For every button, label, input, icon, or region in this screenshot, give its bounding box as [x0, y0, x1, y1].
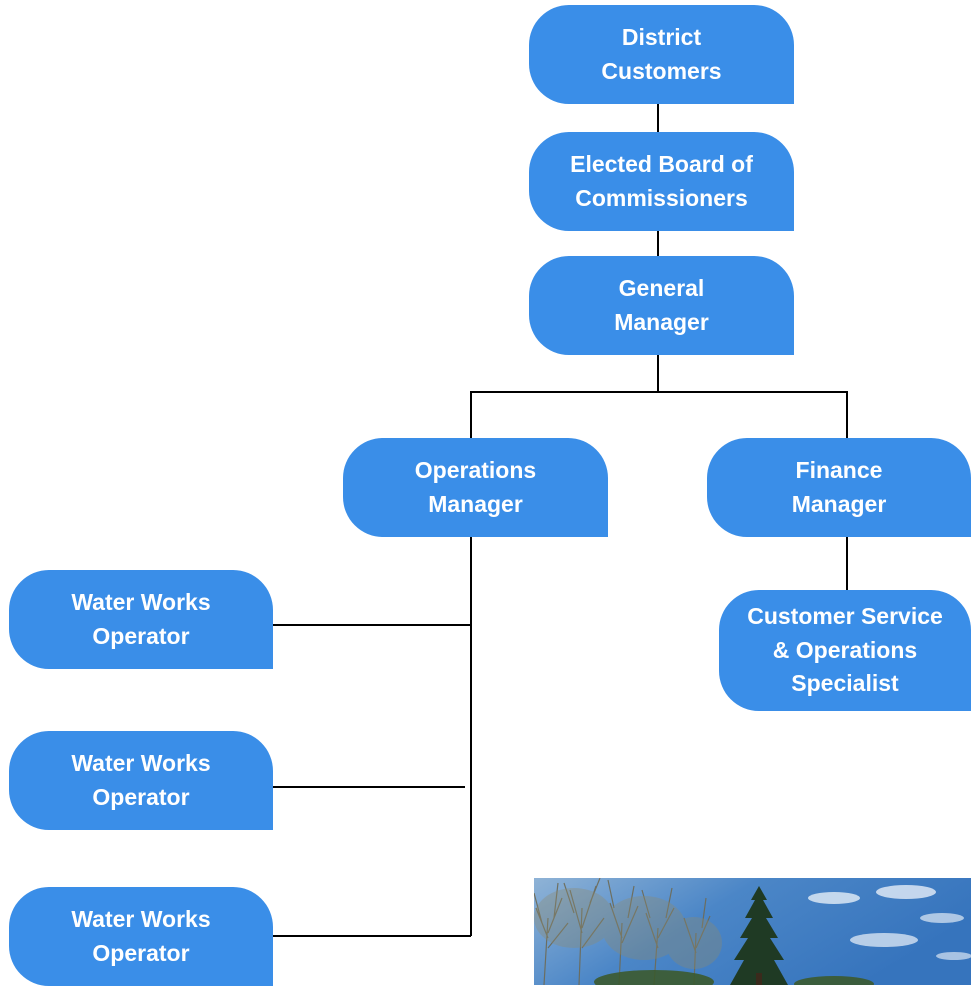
connector-operator-3: [272, 935, 471, 937]
connector-gm-down: [657, 354, 659, 392]
connector-board-gm: [657, 230, 659, 257]
connector-customers-board: [657, 103, 659, 133]
node-water-works-operator-1: Water Works Operator: [9, 570, 273, 669]
node-operations-manager: Operations Manager: [343, 438, 608, 537]
node-water-works-operator-3: Water Works Operator: [9, 887, 273, 986]
node-customer-service-specialist: Customer Service & Operations Specialist: [719, 590, 971, 711]
connector-operator-1: [272, 624, 470, 626]
connector-operator-2: [272, 786, 465, 788]
connector-managers-horizontal: [470, 391, 847, 393]
connector-to-operations: [470, 391, 472, 439]
node-finance-manager: Finance Manager: [707, 438, 971, 537]
landscape-photo: [534, 878, 971, 985]
node-district-customers: District Customers: [529, 5, 794, 104]
node-water-works-operator-2: Water Works Operator: [9, 731, 273, 830]
connector-to-finance: [846, 391, 848, 439]
node-elected-board: Elected Board of Commissioners: [529, 132, 794, 231]
connector-operations-spine: [470, 536, 472, 936]
node-general-manager: General Manager: [529, 256, 794, 355]
connector-finance-customer-service: [846, 536, 848, 592]
